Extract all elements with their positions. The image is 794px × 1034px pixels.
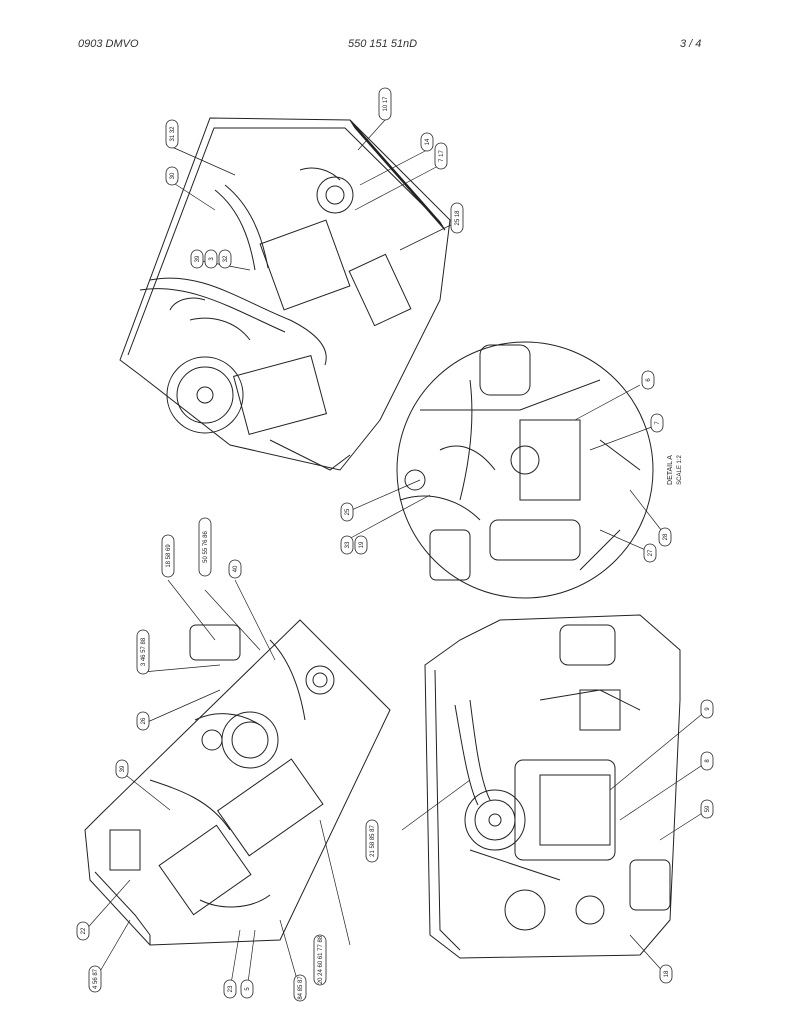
callout-top-7: 3 (209, 257, 215, 261)
left-assembly-view (84, 619, 391, 946)
callout-left-10: 84 85 87 (298, 976, 304, 1000)
callout-right-2: 59 (705, 805, 711, 812)
top-assembly-view (119, 117, 451, 471)
detail-scale: SCALE 1:2 (677, 454, 683, 484)
callout-left-5: 39 (120, 765, 126, 772)
callout-detail-2: 25 (345, 508, 351, 515)
callout-top-6: 39 (195, 255, 201, 262)
callout-detail-3: 33 (345, 541, 351, 548)
right-assembly-view (424, 614, 681, 959)
callout-left-11: 20 24 60 61 77 88 (318, 935, 324, 984)
detail-a-view (396, 341, 654, 599)
page-number: 3 / 4 (680, 38, 702, 50)
callout-detail-6: 28 (663, 533, 669, 540)
callout-left-3: 3 46 57 88 (141, 637, 147, 666)
callout-left-0: 18 58 69 (166, 544, 172, 568)
callout-top-1: 14 (425, 138, 431, 145)
callout-left-1: 50 55 76 86 (203, 530, 209, 562)
callout-detail-5: 27 (648, 549, 654, 556)
callout-right-4: 18 (664, 970, 670, 977)
callout-detail-1: 7 (655, 421, 661, 425)
callout-top-5: 30 (170, 172, 176, 179)
callout-top-0: 10 17 (383, 96, 389, 112)
callout-detail-0: 6 (646, 378, 652, 382)
callout-labels: 10 17 14 7 17 25 18 31 32 30 39 3 32 6 7… (81, 96, 711, 1000)
callout-top-4: 31 32 (170, 126, 176, 142)
callout-left-4: 26 (141, 717, 147, 724)
callout-bubbles (76, 87, 714, 1002)
part-number: 550 151 51nD (348, 38, 418, 50)
callout-right-0: 9 (705, 707, 711, 711)
document-code: 0903 DMVO (78, 38, 139, 50)
callout-left-9: 5 (245, 987, 251, 991)
callout-top-2: 7 17 (439, 150, 445, 162)
callout-detail-4: 19 (359, 541, 365, 548)
detail-title: DETAIL A (667, 455, 674, 485)
leader-lines (82, 119, 708, 991)
callout-left-6: 22 (81, 927, 87, 934)
callout-left-7: 4 56 87 (93, 968, 99, 989)
callout-top-3: 25 18 (455, 210, 461, 226)
callout-right-1: 8 (705, 759, 711, 763)
callout-right-3: 21 58 85 87 (370, 824, 376, 856)
callout-left-8: 23 (228, 985, 234, 992)
callout-top-8: 32 (223, 255, 229, 262)
callout-left-2: 40 (233, 565, 239, 572)
